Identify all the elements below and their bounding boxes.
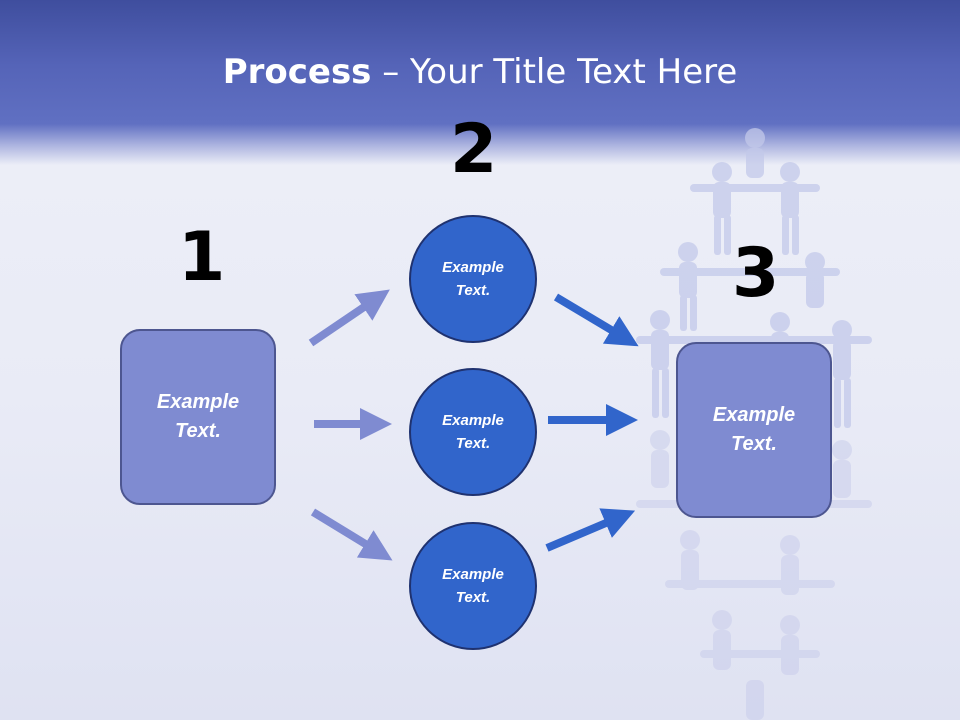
title-bold: Process <box>222 52 372 92</box>
arrow-bottom-to-3 <box>545 508 636 552</box>
slide-title: Process – Your Title Text Here <box>0 52 960 92</box>
arrow-1-to-bottom <box>310 508 393 561</box>
arrow-1-to-top <box>308 289 390 347</box>
step-number-2: 2 <box>450 110 498 189</box>
arrow-top-to-3 <box>553 293 639 347</box>
step-number-1: 1 <box>178 218 226 297</box>
title-rest: – Your Title Text Here <box>371 52 738 92</box>
step-number-3: 3 <box>732 234 780 313</box>
title-banner <box>0 0 960 165</box>
